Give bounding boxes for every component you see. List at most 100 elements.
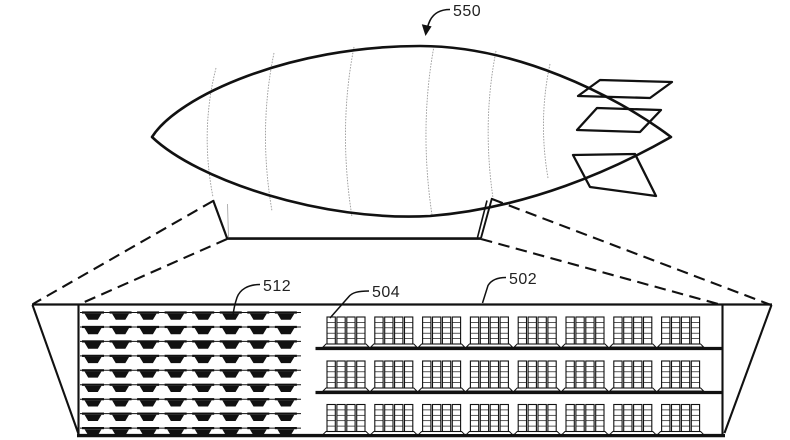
uav-bay-mount-bar	[219, 427, 242, 430]
tail-fin-middle	[575, 106, 663, 134]
rack-column	[690, 403, 701, 433]
uav-package-item	[194, 414, 212, 421]
rack-column	[451, 316, 462, 345]
uav-package-item	[112, 356, 130, 364]
rack-column	[690, 316, 701, 345]
uav-bay-mount-bar	[82, 354, 104, 357]
rack-column	[336, 360, 346, 389]
uav-package-item	[84, 385, 102, 393]
rack-column	[585, 403, 595, 433]
uav-package-item	[194, 429, 212, 436]
uav-package-item	[112, 429, 130, 436]
rack-column	[575, 403, 585, 433]
uav-package-item	[277, 313, 295, 320]
uav-package-item	[222, 371, 240, 378]
reference-labels: 550 512 504 502	[232, 3, 537, 319]
rack-column	[422, 360, 432, 389]
uav-package-item	[167, 385, 185, 393]
rack-column	[680, 360, 691, 389]
rack-column	[374, 316, 384, 345]
label-512-leader	[232, 283, 261, 317]
uav-package-item	[167, 313, 185, 320]
uav-bay-mount-bar	[82, 369, 104, 372]
uav-package-item	[84, 342, 102, 349]
uav-package-item	[277, 400, 295, 407]
uav-bay-mount-bar	[164, 427, 187, 430]
uav-bay-mount-bar	[219, 369, 242, 372]
rack-column	[517, 403, 528, 433]
uav-package-item	[84, 328, 102, 335]
uav-bay-mount-bar	[274, 354, 297, 357]
rack-column	[441, 403, 452, 433]
uav-package-item	[84, 414, 102, 421]
storage-rack	[321, 360, 371, 392]
rack-column	[575, 360, 585, 389]
uav-package-item	[112, 328, 130, 335]
uav-package-item	[277, 414, 295, 421]
rack-column	[517, 360, 528, 389]
uav-bay-mount-bar	[164, 383, 187, 386]
label-504-leader	[329, 290, 370, 319]
uav-package-item	[139, 414, 157, 421]
uav-bay-mount-bar	[137, 354, 160, 357]
hull-rib-lines	[206, 45, 551, 218]
uav-package-item	[249, 414, 267, 421]
uav-package-item	[139, 429, 157, 436]
storage-rack	[608, 360, 658, 392]
rack-column	[595, 360, 605, 389]
rack-column	[422, 316, 432, 345]
uav-bay-mount-bar	[192, 354, 215, 357]
uav-package-item	[194, 342, 212, 349]
uav-package-item	[249, 313, 267, 320]
label-550-arrowhead	[421, 24, 432, 36]
rack-column	[670, 360, 681, 389]
rack-column	[356, 360, 366, 389]
rack-column	[384, 360, 394, 389]
rack-column	[326, 360, 336, 389]
rack-column	[403, 316, 414, 345]
uav-package-item	[222, 400, 240, 407]
rack-column	[489, 360, 500, 389]
uav-bay-mount-bar	[109, 311, 132, 314]
uav-package-item	[194, 400, 212, 407]
uav-package-item	[277, 356, 295, 364]
uav-bay-mount-bar	[192, 398, 215, 401]
rack-column	[595, 316, 605, 345]
projection-line-right-inner	[480, 237, 723, 307]
storage-rack	[417, 316, 466, 348]
rack-column	[394, 360, 404, 389]
rack-column	[336, 316, 346, 345]
uav-package-item	[112, 400, 130, 407]
uav-package-item	[249, 400, 267, 407]
uav-bay-mount-bar	[192, 427, 215, 430]
rack-column	[527, 316, 537, 345]
rack-column	[595, 403, 605, 433]
uav-bay-mount-bar	[109, 354, 132, 357]
rack-column	[623, 403, 633, 433]
uav-package-item	[167, 429, 185, 436]
uav-bay-mount-bar	[192, 412, 215, 415]
uav-package-item	[84, 356, 102, 364]
uav-package-item	[112, 414, 130, 421]
rack-column	[346, 403, 356, 433]
gondola-right-wall-inner	[476, 200, 488, 238]
uav-package-item	[249, 328, 267, 335]
storage-rack	[512, 360, 562, 392]
storage-rack	[608, 316, 658, 348]
rack-column	[431, 360, 442, 389]
uav-bay-mount-bar	[247, 340, 270, 343]
uav-package-item	[139, 385, 157, 393]
uav-package-item	[84, 429, 102, 436]
storage-rack	[321, 403, 371, 435]
rack-column	[403, 403, 414, 433]
rack-column	[537, 360, 547, 389]
tail-fin-bottom	[571, 152, 658, 198]
rack-column	[585, 360, 595, 389]
uav-bay-mount-bar	[109, 412, 132, 415]
gondola-right-wall	[480, 197, 493, 239]
storage-rack	[369, 360, 419, 392]
tail-fin-top	[576, 78, 674, 100]
uav-package-item	[277, 385, 295, 393]
uav-bay-mount-bar	[247, 311, 270, 314]
uav-package-item	[139, 342, 157, 349]
